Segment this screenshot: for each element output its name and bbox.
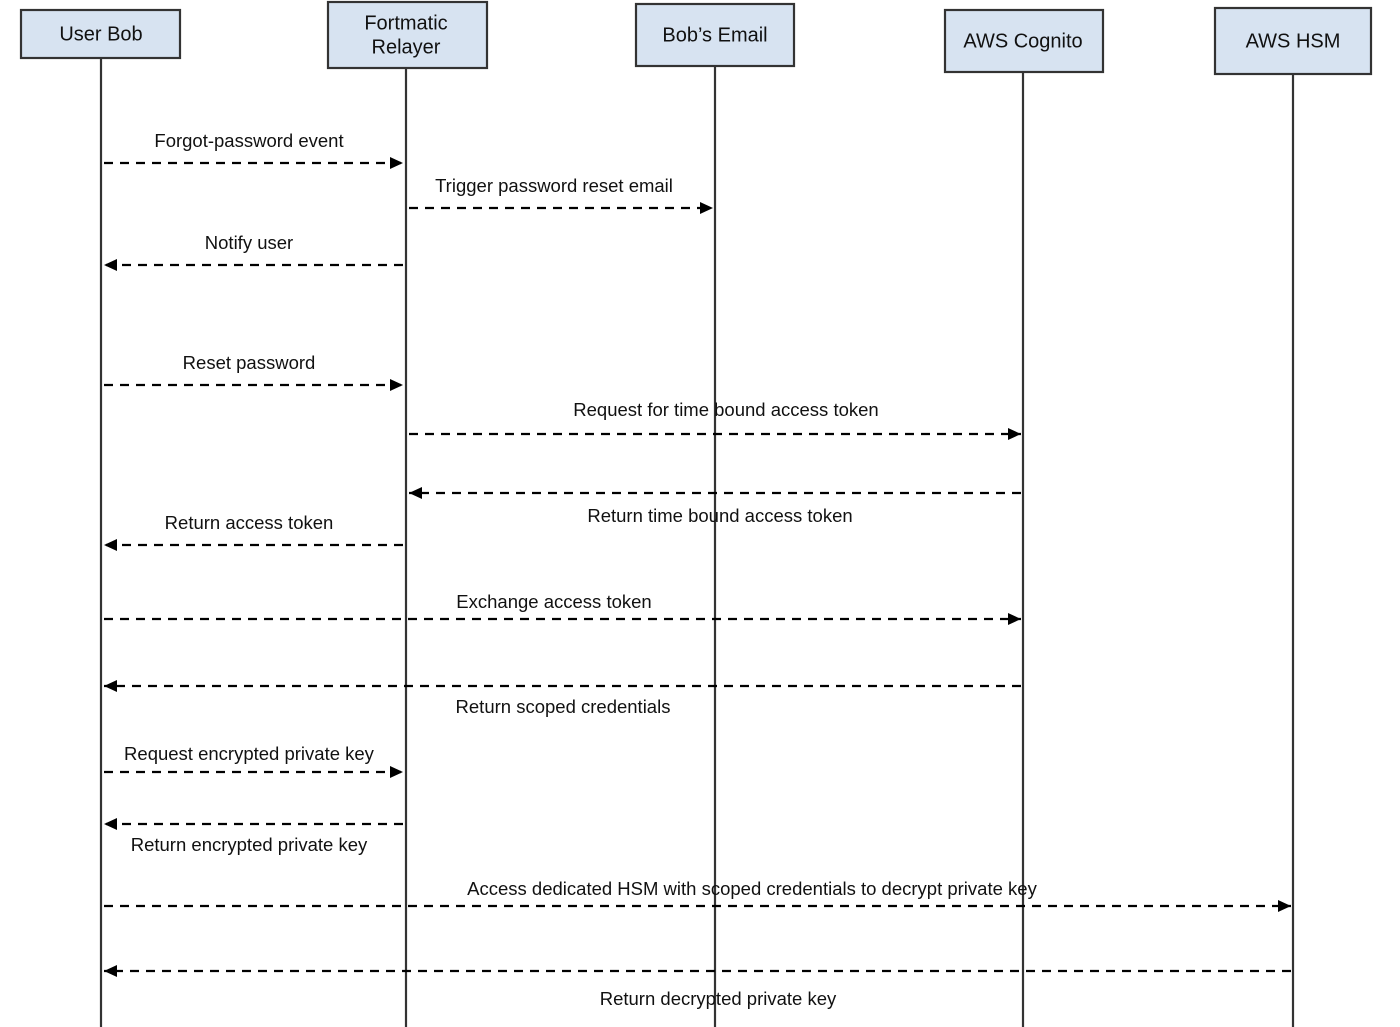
actor-label-aws-cognito: AWS Cognito	[963, 30, 1082, 52]
message-label-m9: Return scoped credentials	[456, 696, 671, 717]
message-label-m11: Return encrypted private key	[131, 834, 368, 855]
lifelines-layer	[99, 58, 1295, 1027]
message-m12: Access dedicated HSM with scoped credent…	[104, 878, 1291, 912]
message-m8: Exchange access token	[104, 591, 1021, 625]
message-m5: Request for time bound access token	[409, 399, 1021, 440]
message-m10: Request encrypted private key	[104, 743, 403, 778]
message-m9: Return scoped credentials	[104, 680, 1021, 717]
arrowhead-m7	[104, 539, 117, 551]
message-label-m1: Forgot-password event	[154, 130, 343, 151]
message-m6: Return time bound access token	[409, 487, 1021, 526]
actor-box-user-bob[interactable]	[19, 8, 182, 60]
arrowhead-m10	[390, 766, 403, 778]
message-m7: Return access token	[104, 512, 403, 551]
message-label-m13: Return decrypted private key	[600, 988, 837, 1009]
actor-box-aws-cognito[interactable]	[943, 8, 1105, 74]
message-label-m2: Trigger password reset email	[435, 175, 673, 196]
actor-box-fortmatic-relayer[interactable]	[326, 0, 489, 70]
actor-bobs-email[interactable]: Bob’s Email	[634, 2, 796, 68]
arrowhead-m11	[104, 818, 117, 830]
actor-label-fortmatic-relayer-line2: Relayer	[372, 36, 441, 58]
arrowhead-m8	[1008, 613, 1021, 625]
message-label-m4: Reset password	[183, 352, 316, 373]
arrowhead-m2	[700, 202, 713, 214]
message-m2: Trigger password reset email	[409, 175, 713, 214]
message-label-m8: Exchange access token	[456, 591, 651, 612]
message-label-m10: Request encrypted private key	[124, 743, 375, 764]
message-m13: Return decrypted private key	[104, 965, 1291, 1009]
actor-user-bob[interactable]: User Bob	[19, 8, 182, 60]
arrowhead-m6	[409, 487, 422, 499]
arrowhead-m5	[1008, 428, 1021, 440]
actor-box-bobs-email[interactable]	[634, 2, 796, 68]
actor-aws-hsm[interactable]: AWS HSM	[1213, 6, 1373, 76]
actor-aws-cognito[interactable]: AWS Cognito	[943, 8, 1105, 74]
actor-label-aws-hsm: AWS HSM	[1246, 30, 1341, 52]
message-label-m6: Return time bound access token	[587, 505, 852, 526]
message-label-m7: Return access token	[165, 512, 334, 533]
message-m4: Reset password	[104, 352, 403, 391]
actor-label-fortmatic-relayer-line1: Fortmatic	[364, 12, 447, 34]
arrowhead-m4	[390, 379, 403, 391]
actor-label-user-bob: User Bob	[59, 23, 142, 45]
arrowhead-m13	[104, 965, 117, 977]
message-label-m3: Notify user	[205, 232, 293, 253]
arrowhead-m9	[104, 680, 117, 692]
message-m3: Notify user	[104, 232, 403, 271]
actor-box-aws-hsm[interactable]	[1213, 6, 1373, 76]
message-m11: Return encrypted private key	[104, 818, 403, 855]
arrowhead-m3	[104, 259, 117, 271]
actor-label-bobs-email: Bob’s Email	[662, 24, 767, 46]
message-label-m12: Access dedicated HSM with scoped credent…	[467, 878, 1037, 899]
arrowhead-m1	[390, 157, 403, 169]
message-label-m5: Request for time bound access token	[573, 399, 878, 420]
arrowhead-m12	[1278, 900, 1291, 912]
message-m1: Forgot-password event	[104, 130, 403, 169]
